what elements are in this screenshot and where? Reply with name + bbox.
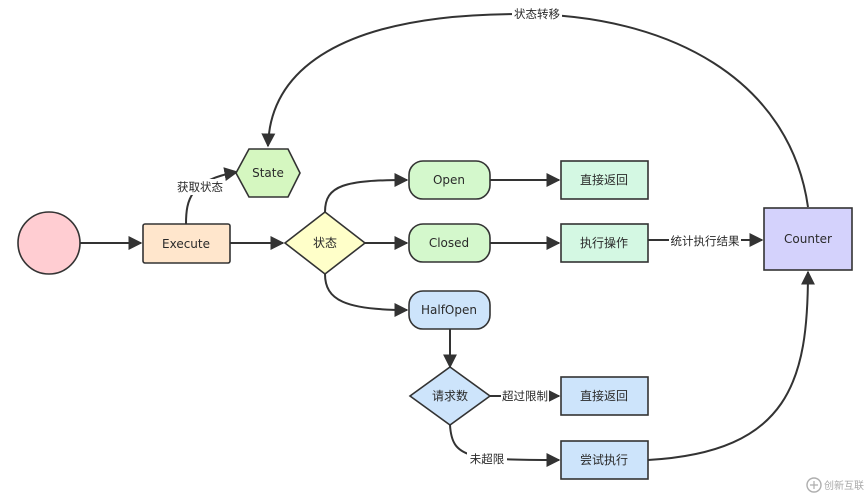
execute-op-node: 执行操作 (560, 223, 649, 263)
try-execute-node: 尝试执行 (560, 440, 649, 480)
open-node: Open (408, 160, 491, 200)
svg-text:获取状态: 获取状态 (177, 180, 223, 194)
svg-text:Counter: Counter (784, 232, 832, 246)
edge-label-under-limit: 未超限 (467, 451, 507, 467)
halfopen-node: HalfOpen (408, 290, 491, 330)
svg-text:状态: 状态 (313, 236, 337, 250)
edge-label-get-state: 获取状态 (175, 179, 225, 195)
svg-text:HalfOpen: HalfOpen (421, 303, 477, 317)
state-node: State (235, 148, 301, 198)
edge-label-stat-result: 统计执行结果 (669, 233, 741, 249)
svg-text:统计执行结果: 统计执行结果 (671, 234, 740, 248)
svg-text:超过限制: 超过限制 (502, 389, 548, 403)
status-decision-node: 状态 (283, 210, 367, 276)
edge-try-execute-to-counter (647, 270, 815, 461)
svg-text:状态转移: 状态转移 (514, 7, 560, 21)
edge-status-to-halfopen (324, 273, 409, 317)
svg-text:Closed: Closed (429, 236, 469, 250)
execute-node: Execute (142, 223, 231, 264)
svg-text:创新互联: 创新互联 (824, 479, 864, 492)
closed-node: Closed (408, 223, 491, 263)
counter-node: Counter (763, 207, 853, 271)
svg-text:请求数: 请求数 (432, 388, 468, 403)
svg-text:State: State (252, 166, 284, 180)
edge-label-state-transition: 状态转移 (512, 6, 562, 22)
svg-text:直接返回: 直接返回 (580, 172, 628, 187)
edge-counter-to-state (261, 12, 809, 208)
svg-text:直接返回: 直接返回 (580, 388, 628, 403)
svg-text:未超限: 未超限 (470, 452, 505, 466)
watermark-logo: 创新互联 (806, 477, 864, 493)
svg-text:尝试执行: 尝试执行 (580, 452, 628, 467)
direct-return-node-1: 直接返回 (560, 160, 649, 200)
svg-text:执行操作: 执行操作 (580, 235, 628, 250)
direct-return-node-2: 直接返回 (560, 376, 649, 416)
svg-text:Open: Open (433, 173, 465, 187)
edge-status-to-open (324, 173, 409, 213)
start-node (17, 211, 81, 275)
edge-label-over-limit: 超过限制 (501, 388, 549, 404)
svg-text:Execute: Execute (162, 237, 210, 251)
watermark-icon (806, 477, 822, 493)
request-count-decision-node: 请求数 (408, 366, 492, 426)
